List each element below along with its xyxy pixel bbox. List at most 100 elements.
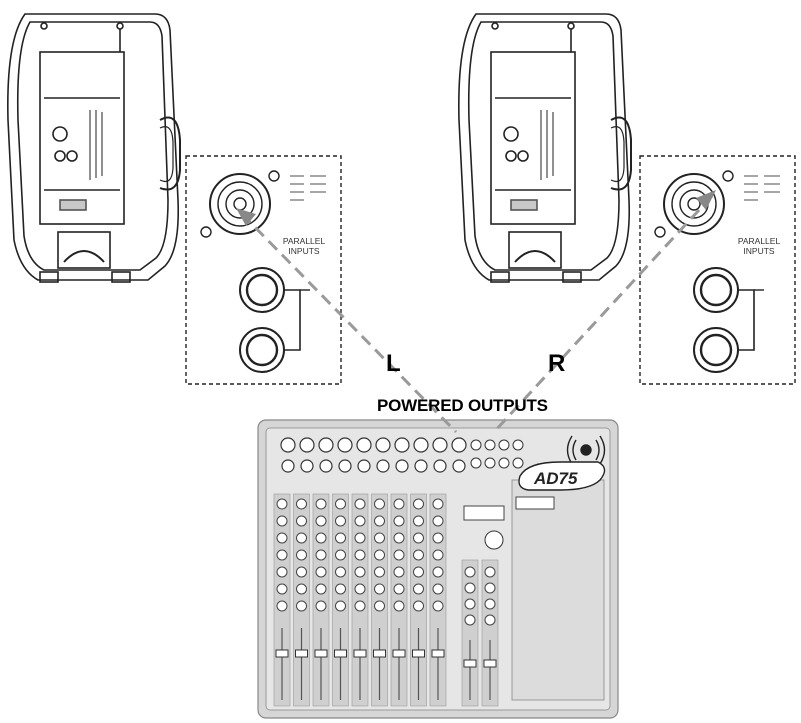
cable-right	[492, 194, 714, 434]
fader-cap	[412, 649, 425, 658]
output-jack-icon	[484, 457, 496, 469]
knob-icon	[432, 549, 444, 561]
channel-strip	[461, 559, 479, 707]
knob-icon	[354, 583, 366, 595]
xlr-input-icon	[337, 437, 353, 453]
knob-icon	[276, 583, 288, 595]
knob-icon	[432, 532, 444, 544]
knob-icon	[432, 566, 444, 578]
knob-icon	[413, 600, 424, 612]
right-inset-inputs-label: PARALLEL INPUTS	[727, 236, 791, 256]
knob-icon	[276, 515, 288, 527]
knob-icon	[413, 498, 424, 510]
channel-strip	[481, 559, 499, 707]
knob-icon	[354, 532, 366, 544]
knob-icon	[276, 549, 288, 561]
knob-icon	[296, 532, 307, 544]
mixer-model-badge: AD75	[518, 461, 606, 491]
right-inset-inputs-line1: PARALLEL	[737, 236, 781, 246]
knob-icon	[484, 614, 496, 626]
fader-cap	[295, 649, 308, 658]
knob-icon	[484, 598, 496, 610]
knob-icon	[464, 566, 476, 578]
xlr-input-icon	[299, 437, 315, 453]
knob-icon	[464, 582, 476, 594]
knob-icon	[413, 515, 424, 527]
fader-cap	[314, 649, 328, 658]
xlr-input-icon	[280, 437, 296, 453]
arrow-left-icon	[236, 208, 256, 226]
knob-icon	[315, 532, 327, 544]
fader-cap	[334, 649, 347, 658]
knob-icon	[464, 614, 476, 626]
knob-icon	[335, 532, 346, 544]
knob-icon	[296, 566, 307, 578]
fader-cap	[431, 649, 445, 658]
knob-icon	[315, 583, 327, 595]
speaker-left	[7, 13, 181, 283]
jack-input-icon	[338, 459, 352, 473]
knob-icon	[335, 600, 346, 612]
knob-icon	[413, 549, 424, 561]
left-inset-inputs-line1: PARALLEL	[282, 236, 326, 246]
right-channel-label: R	[548, 350, 566, 377]
knob-icon	[315, 600, 327, 612]
mixer-model-text: AD75	[533, 469, 578, 488]
knob-icon	[354, 498, 366, 510]
knob-icon	[296, 549, 307, 561]
jack-input-icon	[433, 459, 447, 473]
arrow-right-icon	[696, 190, 716, 210]
fader-cap	[463, 659, 477, 668]
output-jack-icon	[512, 457, 524, 469]
left-inset-inputs-label: PARALLEL INPUTS	[272, 236, 336, 256]
knob-icon	[276, 498, 288, 510]
fader-cap	[353, 649, 367, 658]
knob-icon	[432, 498, 444, 510]
knob-icon	[354, 600, 366, 612]
xlr-input-icon	[451, 437, 467, 453]
output-jack-icon	[498, 457, 510, 469]
knob-icon	[393, 566, 405, 578]
knob-icon	[354, 566, 366, 578]
knob-icon	[374, 566, 385, 578]
left-channel-label: L	[386, 350, 401, 377]
output-jack-icon	[512, 439, 524, 451]
knob-icon	[374, 532, 385, 544]
knob-icon	[393, 583, 405, 595]
knob-icon	[484, 566, 496, 578]
knob-icon	[335, 566, 346, 578]
knob-icon	[354, 515, 366, 527]
speaker-right	[458, 13, 632, 283]
xlr-input-icon	[432, 437, 448, 453]
powered-outputs-label: POWERED OUTPUTS	[377, 396, 548, 415]
knob-icon	[464, 598, 476, 610]
xlr-input-icon	[413, 437, 429, 453]
knob-icon	[296, 515, 307, 527]
output-jack-icon	[470, 439, 482, 451]
mixer-input-row	[280, 437, 524, 473]
mixer-channel-strips	[273, 493, 600, 707]
knob-icon	[315, 566, 327, 578]
knob-icon	[393, 600, 405, 612]
mixer: AD75	[257, 419, 619, 719]
jack-input-icon	[357, 459, 371, 473]
inset-left	[185, 155, 342, 385]
xlr-input-icon	[375, 437, 391, 453]
fader-cap	[392, 649, 406, 658]
knob-icon	[335, 515, 346, 527]
knob-icon	[276, 566, 288, 578]
inset-right	[639, 155, 796, 385]
cables	[240, 194, 714, 434]
jack-input-icon	[300, 459, 314, 473]
knob-icon	[354, 549, 366, 561]
knob-icon	[374, 583, 385, 595]
jack-input-icon	[376, 459, 390, 473]
knob-icon	[296, 498, 307, 510]
knob-icon	[374, 515, 385, 527]
knob-icon	[413, 532, 424, 544]
left-inset-inputs-line2: INPUTS	[288, 246, 320, 256]
mixer-logo-icon	[566, 435, 606, 465]
knob-icon	[484, 582, 496, 594]
knob-icon	[393, 498, 405, 510]
